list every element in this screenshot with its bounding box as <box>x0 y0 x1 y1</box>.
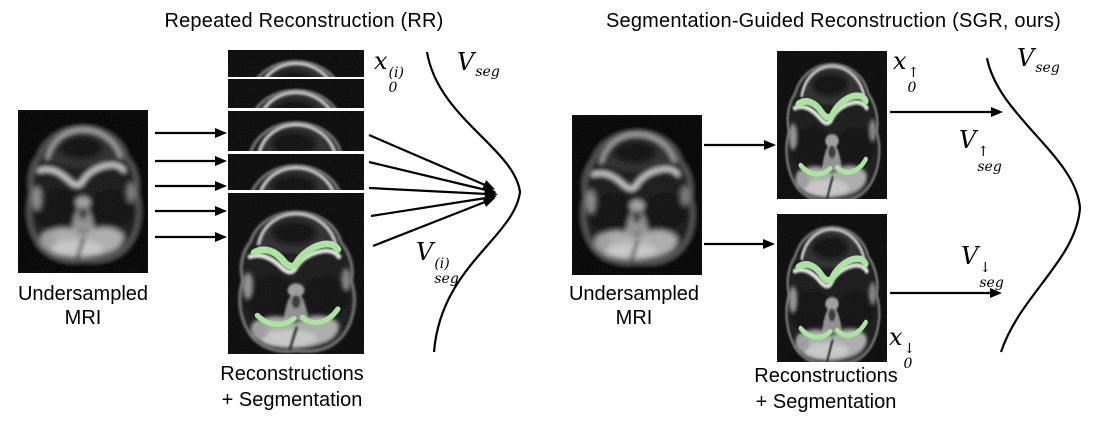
rr-reconstruction-strip-1 <box>228 50 364 77</box>
sgr-undersampled-mri-image <box>572 115 702 275</box>
rr-reconstruction-strip-2 <box>228 79 364 108</box>
rr-converge-arrow-4 <box>370 193 497 218</box>
rr-reconstruction-strip-3 <box>228 111 364 151</box>
rr-output-caption-line1: Reconstructions <box>220 363 364 385</box>
sgr-output-caption-line1: Reconstructions <box>754 365 898 387</box>
sgr-volume-down-symbol-sub: seg <box>979 274 1004 291</box>
sgr-reconstruction-up-symbol-sup: ↑ <box>907 65 920 81</box>
rr-distribution-curve <box>425 51 522 353</box>
rr-reconstruction-symbol-base: x <box>374 47 388 75</box>
sgr-input-caption-line2: MRI <box>615 307 653 329</box>
sgr-reconstruction-down-symbol-sub: 0 <box>903 355 913 372</box>
rr-reconstruction-strip-4 <box>228 154 364 190</box>
rr-converge-arrow-3 <box>368 186 498 199</box>
sgr-distribution-symbol-sub: seg <box>1035 60 1060 76</box>
sgr-input-caption: Undersampled MRI <box>554 282 714 330</box>
rr-input-caption: Undersampled MRI <box>3 282 163 330</box>
rr-reconstruction-symbol-sup: (i) <box>388 65 404 81</box>
rr-converge-arrow-2 <box>368 160 497 195</box>
sgr-reconstruction-up-symbol: x↑0 <box>893 49 919 95</box>
sgr-volume-up-symbol-base: V <box>959 126 977 154</box>
sgr-panel-title: Segmentation-Guided Reconstruction (SGR,… <box>606 10 1061 32</box>
sgr-volume-down-symbol-sup: ↓ <box>979 260 992 276</box>
rr-volume-symbol-base: V <box>416 238 434 266</box>
sgr-input-caption-line1: Undersampled <box>568 283 700 305</box>
rr-output-caption-line2: + Segmentation <box>221 389 363 411</box>
rr-input-caption-line2: MRI <box>64 307 102 329</box>
sgr-reconstruction-up-symbol-sub: 0 <box>907 79 917 96</box>
rr-volume-symbol-sup: (i) <box>434 256 450 272</box>
sgr-output-caption: Reconstructions + Segmentation <box>726 363 926 415</box>
sgr-distribution-symbol: Vseg <box>1017 46 1060 75</box>
rr-output-caption: Reconstructions + Segmentation <box>192 361 392 413</box>
rr-undersampled-mri-image <box>18 110 148 273</box>
sgr-volume-down-symbol: V↓seg <box>961 244 1004 290</box>
sgr-reconstruction-up-symbol-base: x <box>893 47 907 75</box>
sgr-volume-up-symbol-sup: ↑ <box>977 144 990 160</box>
rr-distribution-symbol-base: V <box>457 48 475 76</box>
rr-distribution-symbol-sub: seg <box>475 64 500 80</box>
sgr-volume-up-symbol: V↑seg <box>959 128 1002 174</box>
rr-reconstruction-segmented-image <box>228 193 364 354</box>
rr-panel-title: Repeated Reconstruction (RR) <box>164 10 444 32</box>
sgr-reconstruction-down-symbol-base: x <box>889 323 903 351</box>
sgr-output-caption-line2: + Segmentation <box>755 391 897 413</box>
sgr-distribution-curve <box>985 57 1082 353</box>
sgr-reconstruction-down-image <box>777 214 887 362</box>
sgr-volume-up-symbol-sub: seg <box>977 158 1002 175</box>
sgr-reconstruction-down-symbol: x↓0 <box>889 325 915 371</box>
sgr-reconstruction-down-symbol-sup: ↓ <box>903 341 916 357</box>
rr-distribution-symbol: Vseg <box>457 50 500 79</box>
rr-volume-symbol-sub: seg <box>434 270 459 287</box>
rr-reconstruction-symbol: x(i)0 <box>374 49 404 95</box>
rr-volume-symbol: V(i)seg <box>416 240 459 286</box>
rr-converge-arrow-1 <box>368 133 496 190</box>
sgr-reconstruction-up-image <box>777 51 887 199</box>
rr-input-caption-line1: Undersampled <box>17 283 149 305</box>
sgr-volume-down-symbol-base: V <box>961 242 979 270</box>
sgr-distribution-symbol-base: V <box>1017 44 1035 72</box>
rr-reconstruction-symbol-sub: 0 <box>388 79 398 96</box>
